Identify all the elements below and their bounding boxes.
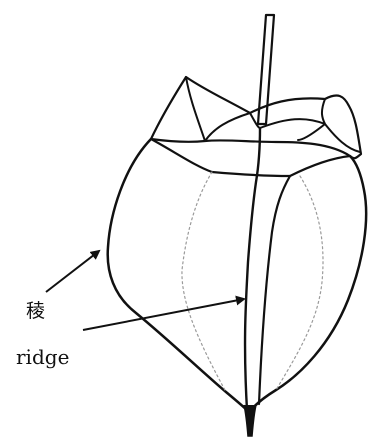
ridge-center-right xyxy=(259,176,290,404)
top-cap xyxy=(151,77,361,158)
arrow-to-center-ridge xyxy=(83,299,244,330)
ridge-label-chinese: 稜 xyxy=(26,296,45,323)
ridge-center xyxy=(245,128,260,410)
fruit-body xyxy=(108,139,366,412)
arrow-to-outer-ridge xyxy=(46,251,99,292)
faint-ridge-right xyxy=(276,176,323,390)
ridge-label-english: ridge xyxy=(16,345,69,369)
